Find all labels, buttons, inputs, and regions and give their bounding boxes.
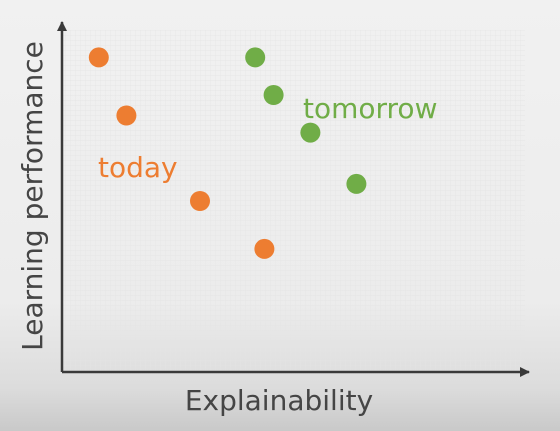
points-layer: [88, 47, 367, 259]
series-label-tomorrow: tomorrow: [303, 92, 437, 125]
plot-grid: [63, 30, 525, 372]
point-today-2: [116, 105, 137, 126]
x-axis-label: Explainability: [185, 384, 373, 417]
point-today-4: [254, 238, 275, 259]
point-tomorrow-1: [245, 47, 266, 68]
point-today-1: [88, 47, 109, 68]
point-tomorrow-3: [300, 122, 321, 143]
point-tomorrow-4: [346, 173, 367, 194]
y-axis-label: Learning performance: [16, 41, 49, 351]
point-tomorrow-2: [263, 85, 284, 105]
point-today-3: [190, 191, 210, 211]
series-label-today: today: [98, 151, 178, 184]
